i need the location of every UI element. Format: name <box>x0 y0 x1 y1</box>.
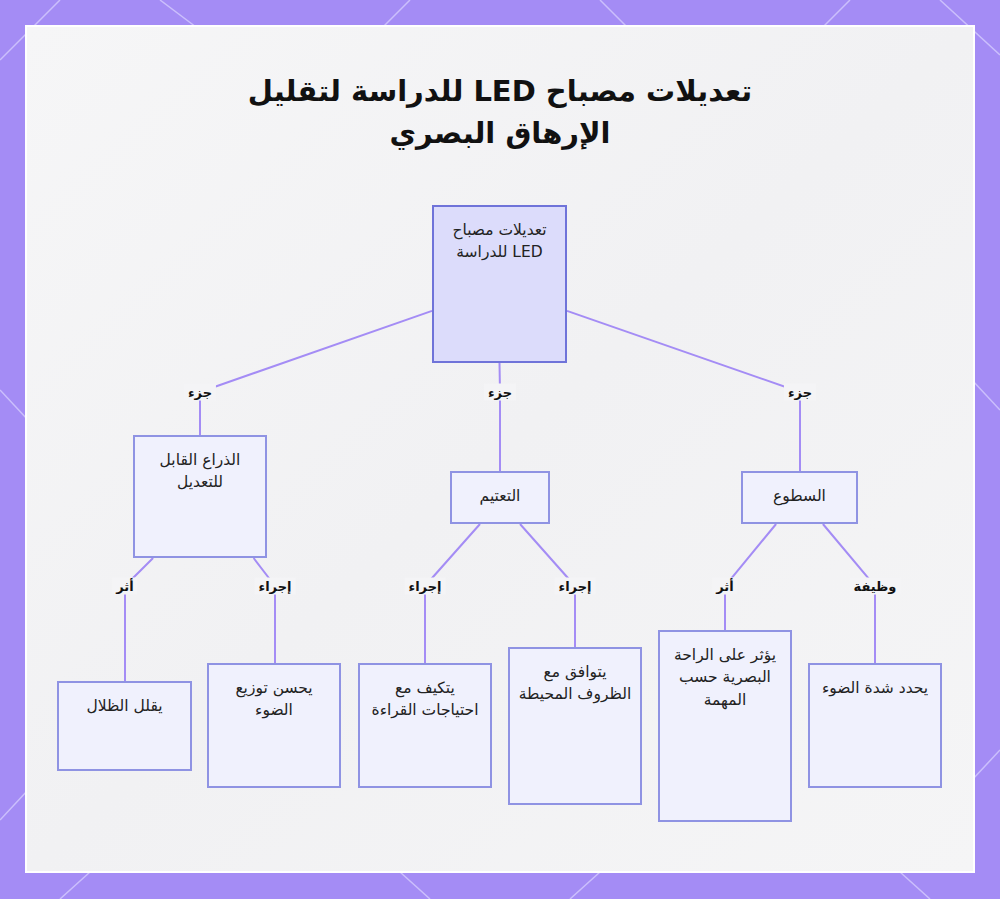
diagram-title: تعديلات مصباح LED للدراسة لتقليل الإرهاق… <box>230 70 770 154</box>
process-box: التعتيم <box>450 471 550 524</box>
connector <box>125 558 153 681</box>
process-box: الذراع القابل للتعديل <box>133 435 267 558</box>
process-box: يؤثر على الراحة البصرية حسب المهمة <box>658 630 792 822</box>
connector <box>567 311 800 471</box>
node-text: يقلل الظلال <box>59 683 190 725</box>
node-text: التعتيم <box>452 473 548 515</box>
edge-label: جزء <box>784 384 816 401</box>
node-text: الذراع القابل للتعديل <box>135 437 265 502</box>
edge-label: جزء <box>484 384 516 401</box>
connector <box>499 363 501 471</box>
node-text: يتكيف مع احتياجات القراءة <box>360 665 490 730</box>
edge-label: وظيفة <box>850 578 901 595</box>
process-box: يتكيف مع احتياجات القراءة <box>358 663 492 788</box>
connector <box>254 558 275 663</box>
edge-label: إجراء <box>554 578 595 595</box>
process-box: يتوافق مع الظروف المحيطة <box>508 647 642 805</box>
node-text: يؤثر على الراحة البصرية حسب المهمة <box>660 632 790 719</box>
edge-label: إجراء <box>404 578 445 595</box>
process-box: يقلل الظلال <box>57 681 192 771</box>
edge-label: أثر <box>112 578 137 595</box>
connector <box>200 311 432 435</box>
node-text: يحدد شدة الضوء <box>810 665 940 707</box>
process-box: السطوع <box>741 471 858 524</box>
node-text: السطوع <box>743 473 856 515</box>
process-box: يحدد شدة الضوء <box>808 663 942 788</box>
node-text: يحسن توزيع الضوء <box>209 665 339 730</box>
node-text: يتوافق مع الظروف المحيطة <box>510 649 640 714</box>
process-box: يحسن توزيع الضوء <box>207 663 341 788</box>
root-box: تعديلات مصباح LED للدراسة <box>432 205 567 363</box>
edge-label: جزء <box>184 384 216 401</box>
edge-label: إجراء <box>254 578 295 595</box>
node-text: تعديلات مصباح LED للدراسة <box>434 207 565 272</box>
edge-label: أثر <box>712 578 737 595</box>
